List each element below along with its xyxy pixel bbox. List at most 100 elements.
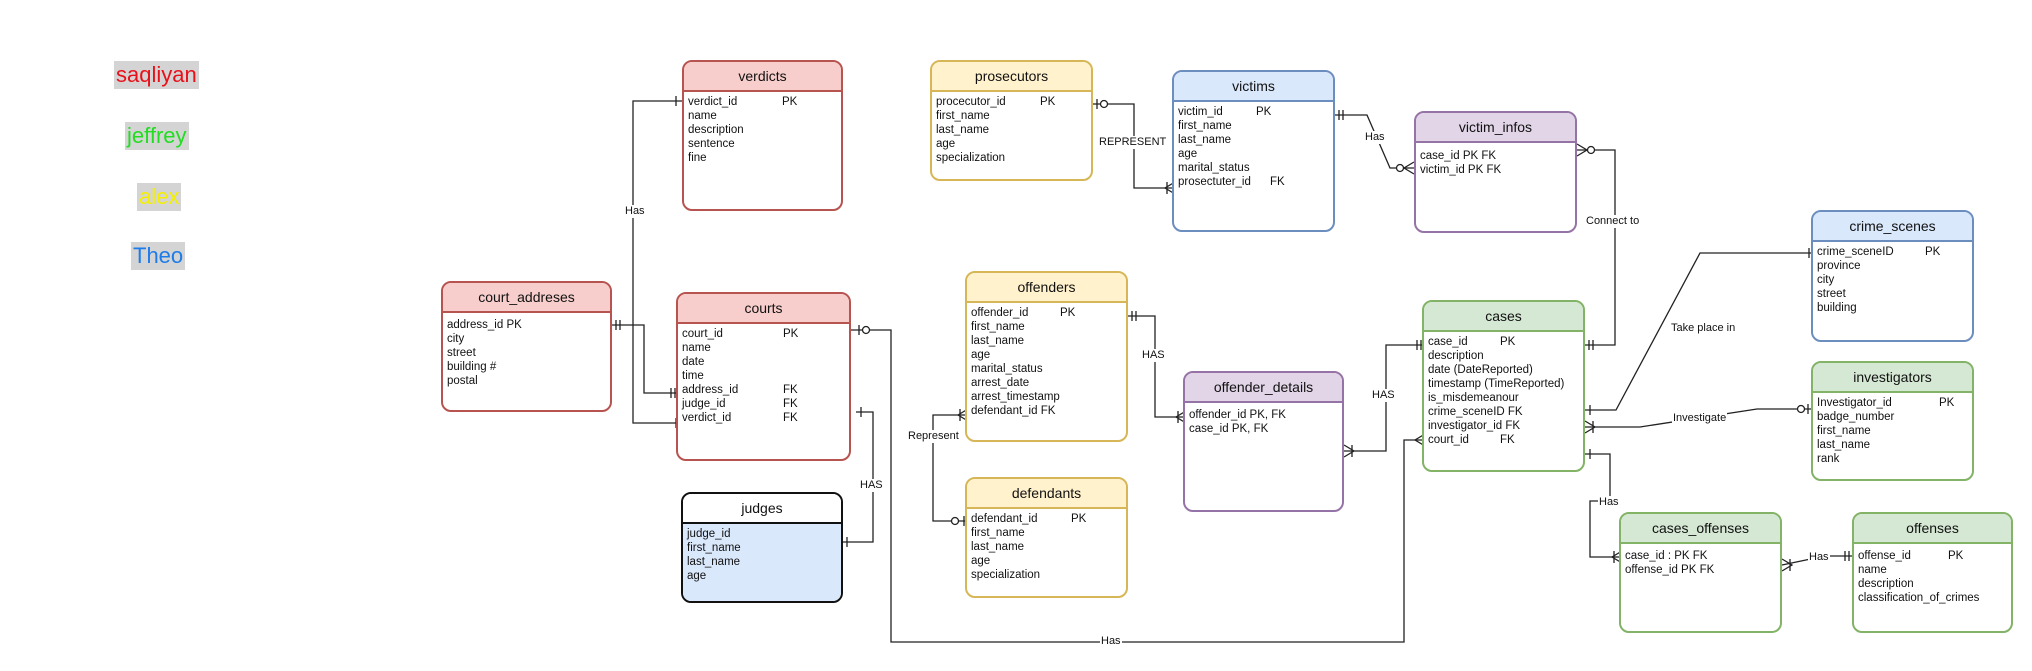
field-name: name (1858, 564, 1887, 576)
entity-offender-details[interactable]: offender_details offender_id PK, FK case… (1183, 371, 1344, 512)
field-name: case_id PK FK (1420, 150, 1497, 162)
entity-title: offenders (967, 273, 1126, 303)
field-name: first_name (1817, 425, 1871, 437)
entity-row: timestamp (TimeReported) (1428, 377, 1579, 391)
entity-row: street (447, 346, 606, 360)
field-name: last_name (971, 541, 1025, 553)
field-name: offense_id (1858, 550, 1911, 562)
field-name: verdict_id (688, 96, 738, 108)
field-name: first_name (971, 527, 1025, 539)
field-name: investigator_id FK (1428, 420, 1521, 432)
entity-title: offender_details (1185, 373, 1342, 403)
edge-label-cases-cases-offenses: Has (1598, 496, 1620, 509)
entity-row: name (1858, 563, 2007, 577)
field-name: victim_id PK FK (1420, 164, 1502, 176)
edge-label-prosecutors-victims: REPRESENT (1098, 136, 1168, 149)
field-name: offender_id PK, FK (1189, 409, 1286, 421)
entity-title: verdicts (684, 62, 841, 92)
field-key: PK (782, 96, 798, 108)
entity-row: marital_status (971, 362, 1122, 376)
entity-row: name (682, 341, 845, 355)
entity-row: first_name (1817, 424, 1968, 438)
entity-row: province (1817, 259, 1968, 273)
field-name: victim_id (1178, 106, 1223, 118)
field-name: date (DateReported) (1428, 364, 1533, 376)
field-name: defendant_id (971, 513, 1038, 525)
field-name: building (1817, 302, 1857, 314)
entity-row: first_name (1178, 119, 1329, 133)
entity-court-addreses[interactable]: court_addreses address_id PK city street… (441, 281, 612, 412)
field-name: prosectuter_id (1178, 176, 1251, 188)
field-name: last_name (971, 335, 1025, 347)
edge-label-victims-victim-infos: Has (1364, 131, 1386, 144)
entity-row: defendant_id FK (971, 404, 1122, 418)
field-name: judge_id (682, 398, 726, 410)
field-name: description (1858, 578, 1914, 590)
entity-row: postal (447, 374, 606, 388)
entity-row: last_name (1817, 438, 1968, 452)
field-name: age (687, 570, 707, 582)
entity-title: judges (683, 494, 841, 524)
entity-row: judge_id (687, 527, 837, 541)
edge-label-cases-offenses-offenses: Has (1808, 551, 1830, 564)
field-name: description (688, 124, 744, 136)
entity-row: description (1428, 349, 1579, 363)
field-name: name (688, 110, 717, 122)
field-name: procecutor_id (936, 96, 1006, 108)
entity-cases-offenses[interactable]: cases_offenses case_id : PK FK offense_i… (1619, 512, 1782, 633)
field-name: age (1178, 148, 1198, 160)
field-name: first_name (687, 542, 741, 554)
entity-row: victim_id PK FK (1420, 163, 1571, 177)
field-name: court_id (682, 328, 723, 340)
entity-row: case_id PK, FK (1189, 422, 1338, 436)
field-key: FK (1500, 434, 1515, 446)
entity-row: address_id PK (447, 318, 606, 332)
field-name: date (682, 356, 705, 368)
field-name: timestamp (TimeReported) (1428, 378, 1565, 390)
entity-judges[interactable]: judges judge_id first_name last_name age (681, 492, 843, 603)
field-name: address_id PK (447, 319, 522, 331)
field-name: age (971, 349, 991, 361)
field-name: street (447, 347, 476, 359)
entity-title: cases_offenses (1621, 514, 1780, 544)
edge-label-victim-infos-cases: Connect to (1585, 215, 1641, 228)
entity-row: first_name (687, 541, 837, 555)
entity-row: fine (688, 151, 837, 165)
field-name: marital_status (1178, 162, 1250, 174)
field-key: PK (1060, 307, 1076, 319)
legend-name-saqliyan: saqliyan (114, 61, 199, 89)
field-name: rank (1817, 453, 1840, 465)
entity-row: is_misdemeanour (1428, 391, 1579, 405)
field-name: verdict_id (682, 412, 732, 424)
entity-row: age (1178, 147, 1329, 161)
entity-victim-infos[interactable]: victim_infos case_id PK FK victim_id PK … (1414, 111, 1577, 233)
field-name: specialization (936, 152, 1006, 164)
legend-name-jeffrey: jeffrey (125, 122, 189, 150)
field-name: first_name (971, 321, 1025, 333)
edge-label-cases-crime-scenes: Take place in (1670, 322, 1737, 335)
entity-row: age (971, 348, 1122, 362)
edge-label-verdicts-courts: Has (624, 205, 646, 218)
field-name: city (1817, 274, 1835, 286)
entity-row: specialization (971, 568, 1122, 582)
entity-row: age (971, 554, 1122, 568)
entity-row: verdict_id PK (688, 95, 837, 109)
entity-row: description (688, 123, 837, 137)
entity-title: offenses (1854, 514, 2011, 544)
